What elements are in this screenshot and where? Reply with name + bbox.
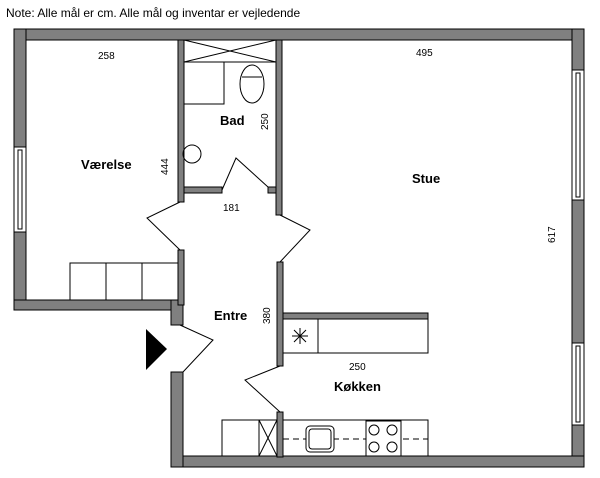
dim-kitchen-width: 250 <box>349 362 366 373</box>
dim-bedroom-width: 258 <box>98 51 115 62</box>
doors <box>146 157 311 413</box>
windows <box>13 69 585 426</box>
bath-fixtures <box>182 39 277 164</box>
dim-bedroom-height: 444 <box>160 158 171 175</box>
room-label-entry: Entre <box>214 308 247 323</box>
entrance-arrow-icon <box>146 329 167 370</box>
dim-entry-height: 380 <box>262 307 273 324</box>
wardrobe <box>69 262 179 301</box>
note-text: Note: Alle mål er cm. Alle mål og invent… <box>6 6 300 20</box>
dim-living-width: 495 <box>416 48 433 59</box>
room-label-kitchen: Køkken <box>334 379 381 394</box>
dim-hall-width: 181 <box>223 203 240 214</box>
room-label-bath: Bad <box>220 113 245 128</box>
room-label-bedroom: Værelse <box>81 157 132 172</box>
dim-living-height: 617 <box>547 226 558 243</box>
walls <box>13 28 585 468</box>
room-label-living: Stue <box>412 171 440 186</box>
dim-bath-height: 250 <box>260 113 271 130</box>
kitchen-fixtures <box>221 318 429 457</box>
